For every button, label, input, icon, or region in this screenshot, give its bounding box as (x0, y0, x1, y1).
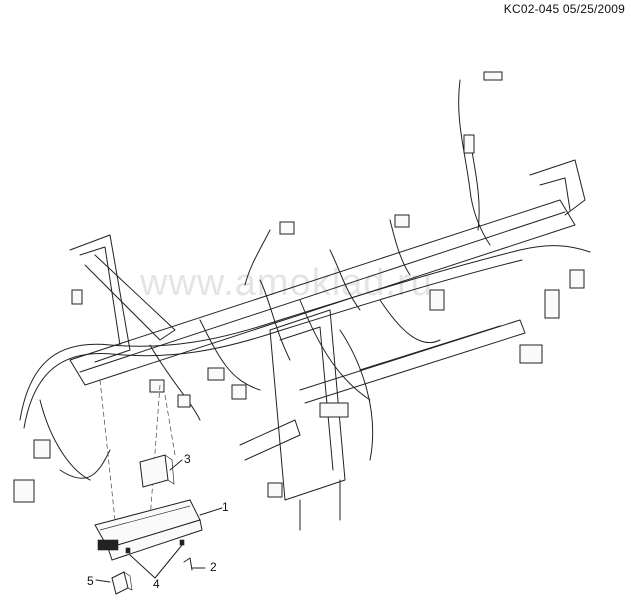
relay (139, 454, 183, 488)
center-support (239, 309, 346, 531)
retaining-clip (183, 557, 206, 571)
callout-3: 3 (184, 452, 191, 466)
cross-car-beam (69, 159, 586, 386)
harness-wires (19, 79, 591, 481)
harness-connectors (13, 71, 585, 503)
alignment-lines (99, 379, 176, 521)
control-module (94, 499, 223, 561)
callout-5: 5 (87, 574, 94, 588)
lower-rail (299, 319, 526, 404)
callout-2: 2 (210, 560, 217, 574)
connector-block (95, 571, 133, 595)
callout-1: 1 (222, 500, 229, 514)
reference-code: KC02-045 05/25/2009 (503, 2, 625, 16)
watermark: www.amoklad.ru (140, 262, 433, 304)
fasteners (125, 539, 185, 579)
callout-4: 4 (153, 577, 160, 591)
